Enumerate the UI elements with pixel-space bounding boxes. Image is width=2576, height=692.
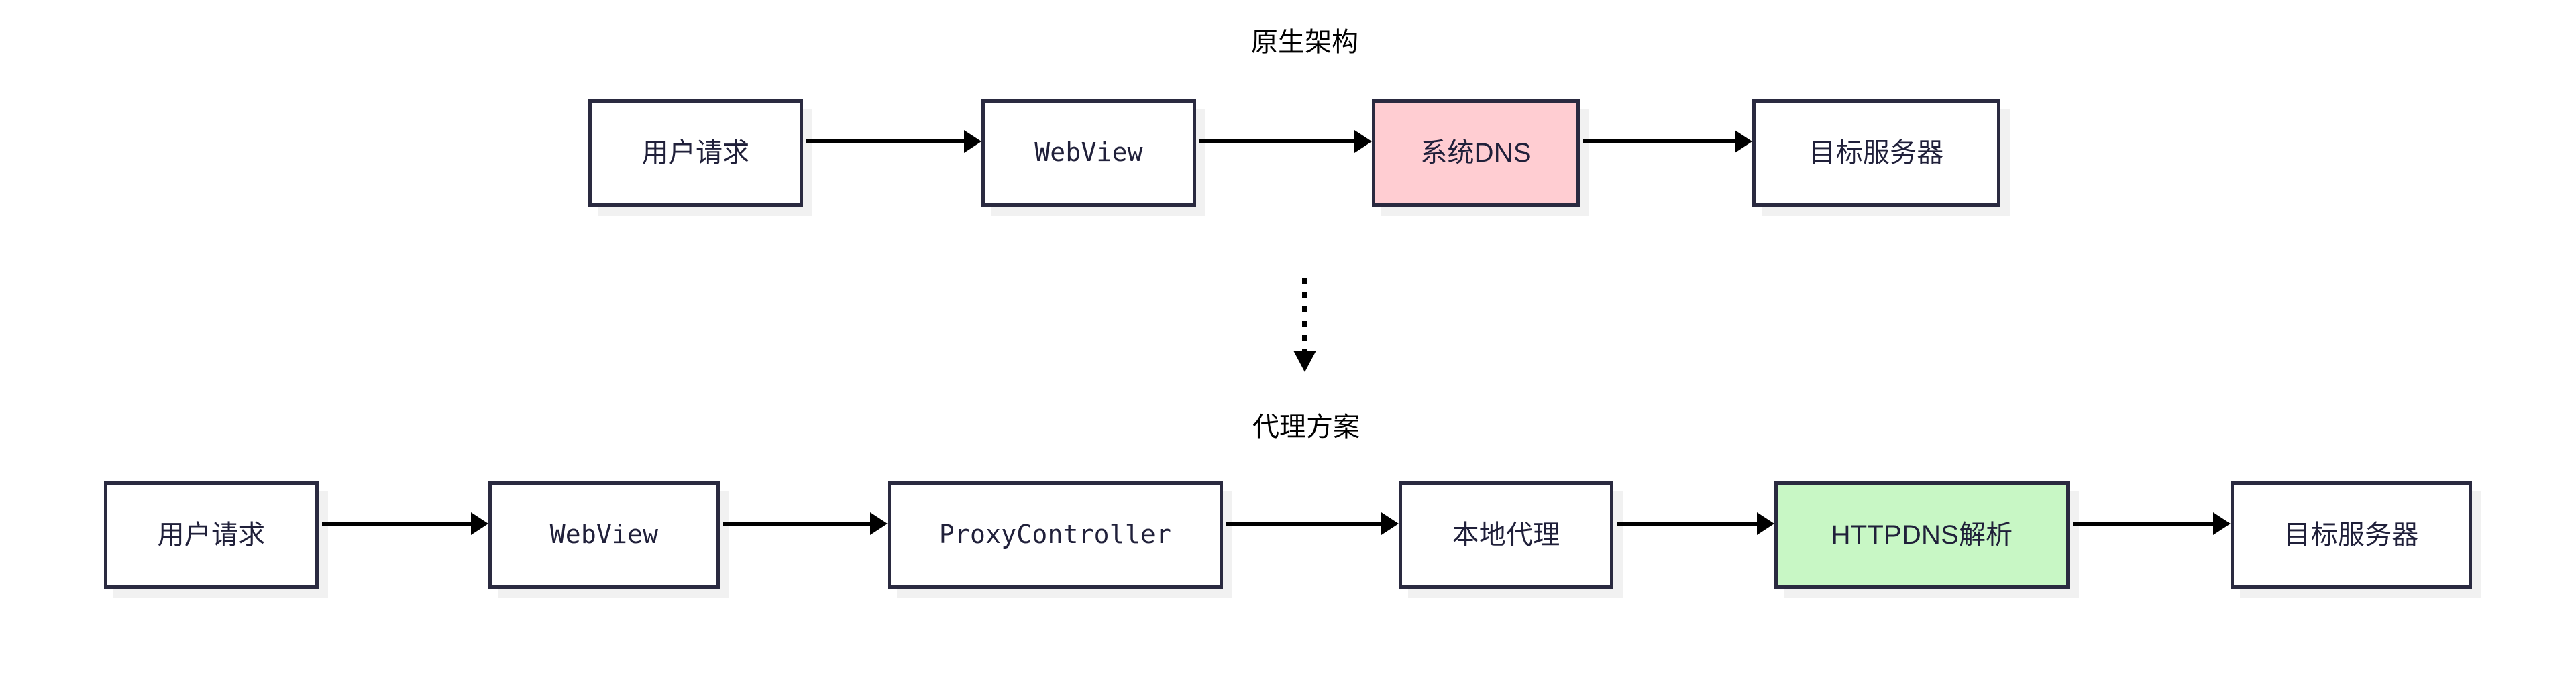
node-system-dns[interactable]: 系统DNS: [1372, 99, 1580, 207]
node-webview-proxy[interactable]: WebView: [488, 481, 720, 589]
section-title-native: 原生架构: [1251, 27, 1358, 57]
node-label: 用户请求: [641, 138, 750, 168]
node-webview-native[interactable]: WebView: [981, 99, 1196, 207]
node-label: ProxyController: [938, 520, 1172, 550]
arrow-shaft: [1617, 522, 1757, 526]
node-label: HTTPDNS解析: [1831, 520, 2013, 550]
arrow-user-to-webview-proxy: [322, 512, 488, 535]
arrow-shaft: [2073, 522, 2213, 526]
arrow-head-icon: [1757, 512, 1774, 535]
dotted-line: [1302, 278, 1307, 351]
arrow-head-icon: [1354, 130, 1372, 153]
node-httpdns-resolve[interactable]: HTTPDNS解析: [1774, 481, 2070, 589]
node-label: 系统DNS: [1420, 138, 1532, 168]
arrow-head-icon: [1735, 130, 1752, 153]
arrow-shaft: [1226, 522, 1381, 526]
arrow-shaft: [1199, 139, 1354, 143]
node-target-server-native[interactable]: 目标服务器: [1752, 99, 2000, 207]
node-label: 目标服务器: [2284, 520, 2419, 550]
arrow-localproxy-to-httpdns: [1617, 512, 1774, 535]
arrow-user-to-webview-native: [806, 130, 981, 153]
node-label: WebView: [1034, 137, 1143, 168]
node-user-request-native[interactable]: 用户请求: [588, 99, 803, 207]
node-label: 本地代理: [1452, 520, 1560, 550]
arrow-shaft: [322, 522, 471, 526]
arrow-webview-to-dns-native: [1199, 130, 1372, 153]
node-label: 目标服务器: [1809, 138, 1944, 168]
arrow-head-icon: [964, 130, 981, 153]
node-local-proxy[interactable]: 本地代理: [1399, 481, 1613, 589]
node-target-server-proxy[interactable]: 目标服务器: [2231, 481, 2472, 589]
arrow-shaft: [723, 522, 870, 526]
arrow-head-icon: [471, 512, 488, 535]
arrow-proxycontroller-to-localproxy: [1226, 512, 1399, 535]
arrow-webview-to-proxycontroller: [723, 512, 888, 535]
arrow-head-icon: [870, 512, 888, 535]
node-user-request-proxy[interactable]: 用户请求: [104, 481, 319, 589]
section-title-proxy: 代理方案: [1252, 412, 1360, 442]
node-label: 用户请求: [157, 520, 266, 550]
arrow-head-icon: [1381, 512, 1399, 535]
node-label: WebView: [549, 520, 659, 550]
arrow-dns-to-server-native: [1583, 130, 1752, 153]
arrow-shaft: [806, 139, 964, 143]
node-proxy-controller[interactable]: ProxyController: [888, 481, 1223, 589]
arrow-httpdns-to-server: [2073, 512, 2231, 535]
arrow-shaft: [1583, 139, 1735, 143]
arrow-head-down-icon: [1293, 351, 1316, 372]
dotted-down-arrow-icon: [1293, 278, 1316, 372]
arrow-head-icon: [2213, 512, 2231, 535]
